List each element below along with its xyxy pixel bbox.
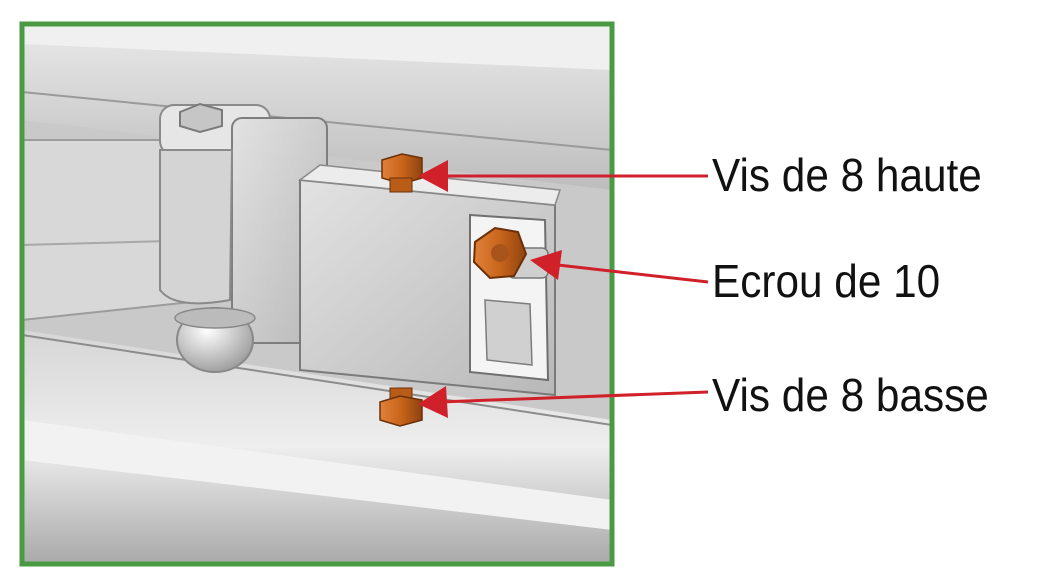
arrowhead-lower-bolt [418,386,448,418]
image-frame [19,21,615,567]
callout-arrows [418,160,709,418]
arrowhead-nut [530,250,562,280]
arrow-lower-bolt [439,390,709,404]
arrowhead-upper-bolt [418,160,448,192]
callout-lower-bolt-label: Vis de 8 basse [712,369,989,421]
callout-nut-label: Ecrou de 10 [712,255,941,307]
callout-upper-bolt-label: Vis de 8 haute [712,149,982,201]
arrow-nut [557,263,709,284]
assembly-render [22,24,612,564]
